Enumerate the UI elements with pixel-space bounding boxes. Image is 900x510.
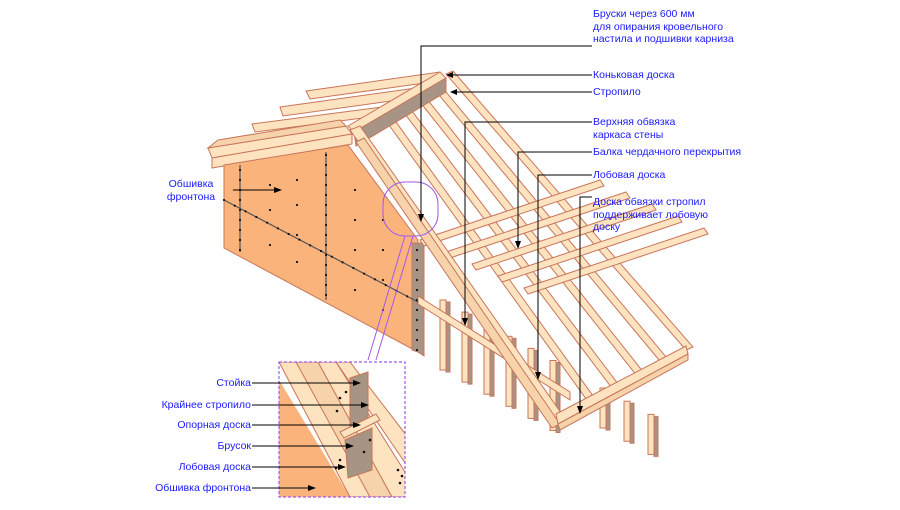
stud bbox=[623, 400, 631, 442]
nail bbox=[415, 248, 419, 252]
nail bbox=[415, 318, 419, 322]
nail bbox=[353, 218, 357, 222]
nail bbox=[353, 248, 357, 252]
nail bbox=[373, 278, 376, 281]
fascia-board bbox=[555, 345, 689, 431]
nail bbox=[276, 227, 279, 230]
stud-side bbox=[467, 313, 473, 385]
nail bbox=[266, 221, 269, 224]
label-top-plate: Верхняя обвязка каркаса стены bbox=[593, 116, 676, 141]
nail bbox=[287, 232, 290, 236]
rafters bbox=[378, 70, 709, 406]
nail bbox=[324, 283, 328, 287]
detail-label-sheathing: Обшивка фронтона bbox=[155, 482, 251, 494]
sheathing-nails bbox=[222, 153, 420, 352]
detail-label-stud: Стойка bbox=[216, 377, 251, 389]
nail bbox=[324, 203, 328, 207]
nail bbox=[324, 223, 328, 227]
ceiling-joist bbox=[419, 179, 605, 247]
nail bbox=[384, 283, 387, 287]
ceiling-joist bbox=[497, 215, 683, 283]
detail-label-bearing-board: Опорная доска bbox=[177, 419, 251, 431]
nail bbox=[415, 268, 419, 272]
nail bbox=[415, 328, 419, 332]
nail bbox=[415, 258, 419, 262]
nail bbox=[319, 249, 323, 253]
nail bbox=[324, 253, 328, 257]
label-battens: Бруски через 600 мм для опирания кровель… bbox=[593, 8, 734, 45]
label-rafter: Стропило bbox=[593, 86, 641, 98]
nail bbox=[233, 204, 236, 207]
nail bbox=[244, 210, 247, 213]
nail bbox=[268, 243, 272, 247]
nail bbox=[324, 293, 328, 297]
nail bbox=[415, 348, 419, 352]
nail bbox=[295, 203, 299, 207]
label-ceiling-joist: Балка чердачного перекрытия bbox=[593, 146, 742, 158]
nail bbox=[324, 163, 328, 167]
ceiling-joist bbox=[523, 227, 709, 295]
leader-lines bbox=[233, 45, 592, 489]
stud-side bbox=[555, 362, 561, 433]
nail bbox=[238, 208, 242, 212]
nail bbox=[341, 261, 344, 264]
nail bbox=[415, 278, 419, 282]
stud-side bbox=[445, 301, 451, 373]
label-fascia-board: Лобовая доска bbox=[593, 169, 666, 181]
detail-label-block: Брусок bbox=[217, 440, 251, 452]
nail bbox=[353, 188, 357, 192]
detail-inset bbox=[278, 361, 406, 498]
nail bbox=[324, 233, 328, 237]
nail bbox=[353, 288, 357, 292]
nail bbox=[406, 295, 409, 298]
gable-barge-board bbox=[206, 119, 353, 169]
nail bbox=[238, 238, 242, 242]
label-ridge-board: Коньковая доска bbox=[593, 69, 675, 81]
nail bbox=[324, 263, 328, 267]
stud-side bbox=[653, 415, 659, 457]
stud-side bbox=[629, 402, 635, 444]
nail bbox=[352, 266, 355, 270]
nail bbox=[415, 288, 419, 292]
nail bbox=[238, 218, 242, 222]
nail bbox=[238, 168, 242, 172]
label-gable-sheathing: Обшивка фронтона bbox=[166, 178, 216, 203]
nail bbox=[381, 278, 385, 282]
ceiling-joist bbox=[471, 203, 657, 271]
nail bbox=[238, 248, 242, 252]
nail bbox=[324, 183, 328, 187]
nail bbox=[298, 238, 301, 241]
roof-battens bbox=[251, 71, 447, 133]
nail bbox=[324, 273, 328, 277]
stud bbox=[647, 413, 655, 455]
nail bbox=[415, 308, 419, 312]
nail bbox=[381, 248, 385, 252]
nail bbox=[295, 233, 299, 237]
nail bbox=[324, 213, 328, 217]
nail bbox=[324, 173, 328, 177]
nail bbox=[295, 260, 299, 264]
nail bbox=[238, 198, 242, 202]
detail-label-fascia: Лобовая доска bbox=[178, 461, 251, 473]
nail bbox=[238, 228, 242, 232]
nail bbox=[268, 183, 272, 187]
nail bbox=[268, 208, 272, 212]
nail bbox=[309, 244, 312, 247]
nail bbox=[324, 243, 328, 247]
nail bbox=[324, 193, 328, 197]
nail bbox=[363, 272, 366, 275]
leader-arrowheads bbox=[274, 72, 583, 491]
detail-callout bbox=[367, 181, 439, 361]
nail bbox=[415, 338, 419, 342]
nail bbox=[222, 198, 226, 202]
nail bbox=[238, 178, 242, 182]
nail bbox=[255, 215, 258, 219]
detail-label-end-rafter: Крайнее стропило bbox=[161, 399, 251, 411]
nail bbox=[330, 255, 333, 258]
nail bbox=[324, 153, 328, 157]
nail bbox=[295, 178, 299, 182]
label-rafter-tie-board: Доска обвязки стропил поддерживает лобов… bbox=[593, 196, 709, 233]
